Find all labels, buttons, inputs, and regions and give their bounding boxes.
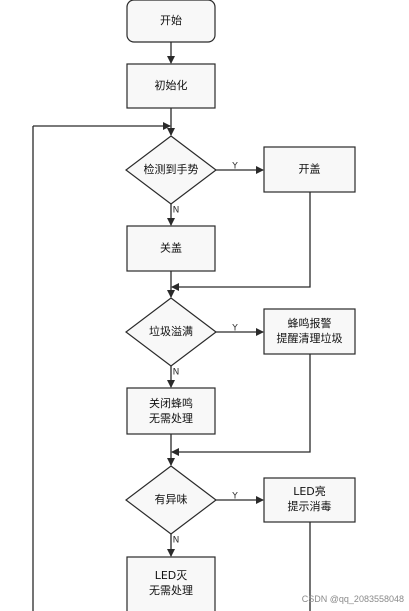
led-off-line-1: LED灭 [155,569,188,582]
start-label: 开始 [160,13,182,27]
led-off-node: LED灭 无需处理 [126,556,216,611]
led-on-node: LED亮 提示消毒 [263,477,356,523]
buzzer-alarm-node: 蜂鸣报警 提醒清理垃圾 [263,308,356,355]
buzzer-alarm-line-2: 提醒清理垃圾 [277,331,343,345]
buzzer-alarm-line-1: 蜂鸣报警 [288,316,332,330]
arrow-open-lid-return [171,192,311,291]
close-buzzer-node: 关闭蜂鸣 无需处理 [126,387,216,435]
detect-hand-decision: 检测到手势 [125,135,217,205]
yes-label-odor: Y [231,492,238,502]
close-buzzer-line-2: 无需处理 [149,412,193,425]
open-lid-node: 开盖 [263,146,356,193]
close-lid-node: 关盖 [126,225,216,272]
close-buzzer-line-1: 关闭蜂鸣 [149,396,193,410]
init-label: 初始化 [155,78,188,92]
start-node: 开始 [126,0,216,43]
close-lid-label: 关盖 [160,241,182,255]
no-label-detect: N [173,206,180,216]
yes-label-trash: Y [231,324,238,334]
yes-label-detect: Y [231,162,238,172]
no-label-trash: N [173,368,180,378]
detect-hand-label: 检测到手势 [144,162,199,176]
odor-decision: 有异味 [125,465,217,535]
led-on-line-1: LED亮 [293,484,326,498]
open-lid-label: 开盖 [299,162,321,176]
led-on-line-2: 提示消毒 [288,499,332,513]
odor-label: 有异味 [155,492,188,506]
led-off-line-2: 无需处理 [149,584,193,597]
no-label-odor: N [173,536,180,546]
init-node: 初始化 [126,63,216,109]
arrow-buzzer-return [171,354,311,456]
trash-full-decision: 垃圾溢满 [125,297,217,367]
watermark: CSDN @qq_2083558048 [302,594,404,604]
trash-full-label: 垃圾溢满 [149,324,193,338]
